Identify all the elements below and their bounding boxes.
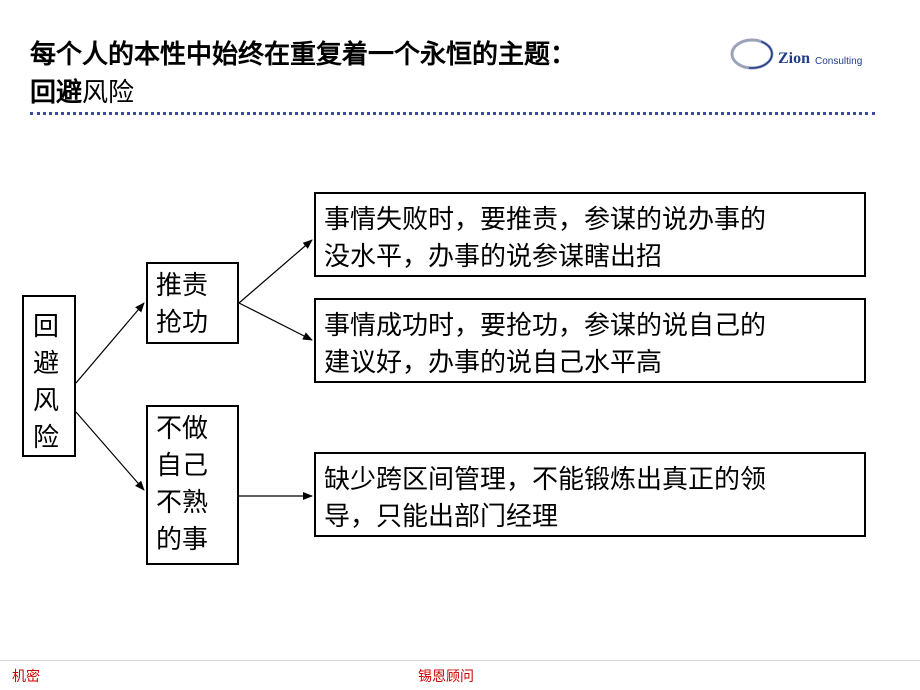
connector-branch1-leaf2 [238,302,313,341]
zion-logo: Zion Consulting [728,32,878,80]
node-leaf-3: 缺少跨区间管理，不能锻炼出真正的领 导，只能出部门经理 [314,452,866,537]
title-line-2-normal: 风险 [82,78,135,108]
title-line-2: 回避风险 [30,74,710,112]
connector-root-branch2 [75,411,145,491]
node-leaf-2: 事情成功时，要抢功，参谋的说自己的 建议好，办事的说自己水平高 [314,298,866,383]
page-title: 每个人的本性中始终在重复着一个永恒的主题： 回避风险 [30,36,710,112]
node-branch-2-line: 不做 [156,414,209,444]
logo-brand: Zion [778,50,811,67]
title-line-1: 每个人的本性中始终在重复着一个永恒的主题： [30,40,577,70]
logo-subtitle: Consulting [815,56,863,67]
node-root-char: 回 [33,312,60,342]
node-leaf-3-line: 缺少跨区间管理，不能锻炼出真正的领 [324,465,767,495]
node-leaf-1: 事情失败时，要推责，参谋的说办事的 没水平，办事的说参谋瞎出招 [314,192,866,277]
node-branch-2: 不做 自己 不熟 的事 [146,405,239,565]
node-root-char: 避 [33,349,60,379]
node-root: 回 避 风 险 [22,295,76,457]
node-leaf-2-line: 建议好，办事的说自己水平高 [324,348,663,378]
title-divider [30,112,875,115]
node-leaf-1-line: 事情失败时，要推责，参谋的说办事的 [324,205,767,235]
footer-confidential: 机密 [12,669,40,685]
connector-root-branch1 [75,302,145,384]
node-root-char: 风 [33,386,60,416]
node-branch-1-line: 抢功 [156,308,209,338]
node-branch-1-line: 推责 [156,271,209,301]
node-leaf-3-line: 导，只能出部门经理 [324,502,559,532]
node-branch-2-line: 的事 [156,525,209,555]
node-leaf-1-line: 没水平，办事的说参谋瞎出招 [324,242,663,272]
title-line-2-bold: 回避 [30,78,83,108]
node-branch-1: 推责 抢功 [146,262,239,344]
footer-line [0,660,920,661]
node-leaf-2-line: 事情成功时，要抢功，参谋的说自己的 [324,311,767,341]
node-branch-2-line: 不熟 [156,488,209,518]
node-root-char: 险 [33,423,60,453]
logo-ring-icon [730,38,774,70]
node-branch-2-line: 自己 [156,451,209,481]
footer-company: 锡恩顾问 [418,669,474,685]
connector-branch1-leaf1 [238,239,313,304]
